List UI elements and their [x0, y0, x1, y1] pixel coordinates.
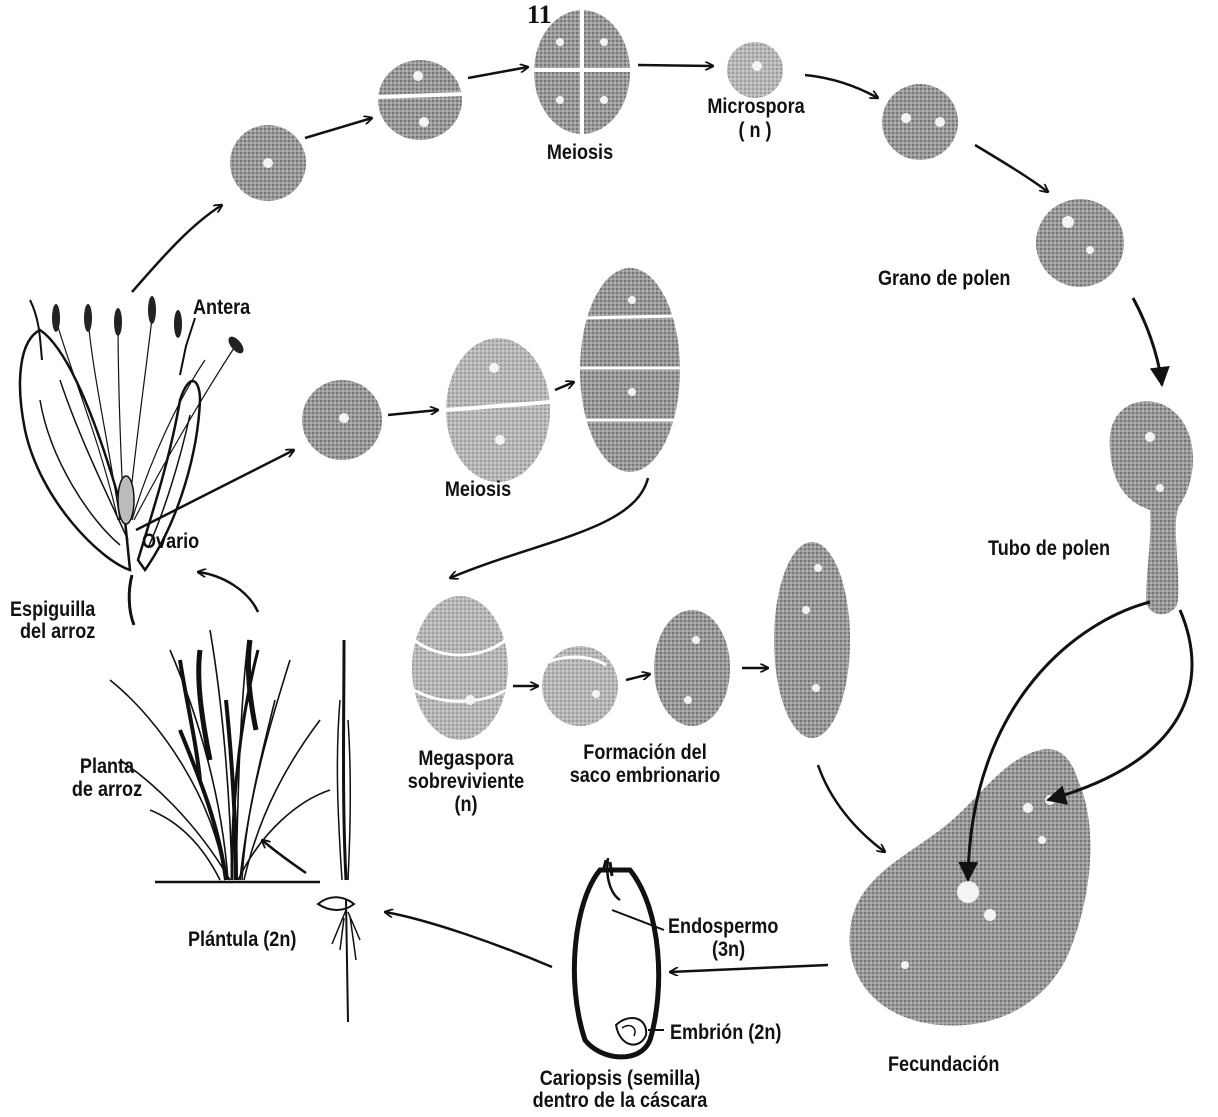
megaspore-dyad-cell [446, 338, 550, 482]
arrow-fertilization-to-caryopsis [670, 965, 828, 972]
label-meiosis-mid: Meiosis [426, 479, 529, 502]
developing-pollen-cell [882, 84, 958, 160]
label-megaspora-1: Megaspora [397, 748, 535, 771]
megaspore-tetrad-cell [580, 268, 680, 472]
arrow-sac-to-fertilization [818, 765, 885, 852]
label-cariopsis-1: Cariopsis (semilla) [517, 1068, 723, 1091]
label-ovario: Ovario [142, 531, 199, 554]
arrow-pollen-to-grain [975, 145, 1048, 192]
label-tubo-polen: Tubo de polen [988, 538, 1110, 561]
label-espiguilla-1: Espiguilla [10, 599, 95, 622]
label-plantula: Plántula (2n) [188, 929, 296, 952]
label-formacion-1: Formación del [563, 742, 726, 765]
arrow-grain-to-tube [1133, 298, 1162, 385]
embryo-sac-forming-cell [542, 646, 618, 726]
label-embrion: Embrión (2n) [670, 1022, 781, 1045]
label-endospermo-1: Endospermo [668, 916, 778, 939]
fertilization-cell [850, 749, 1091, 1026]
label-espiguilla-2: del arroz [20, 621, 95, 644]
label-endospermo-2: (3n) [712, 939, 745, 962]
arrow-microspore-to-pollen [805, 75, 878, 98]
label-formacion-2: saco embrionario [555, 765, 736, 788]
arrow-megadyad-to-tetrad [555, 382, 574, 390]
caryopsis-seed-drawing [574, 858, 664, 1057]
label-microspora: Microspora [687, 96, 825, 119]
arrow-seedling-to-plant [262, 840, 306, 873]
label-megaspora-3: (n) [423, 794, 509, 817]
label-cariopsis-2: dentro de la cáscara [517, 1090, 723, 1113]
pollen-tube-cell [1110, 401, 1193, 614]
label-planta-1: Planta [51, 756, 163, 779]
label-fecundacion: Fecundación [888, 1054, 999, 1077]
arrow-anther-to-cell [132, 205, 222, 292]
megaspore-mother-cell [302, 380, 382, 460]
arrow-caryopsis-to-seedling [385, 912, 552, 967]
label-megaspora-2: sobreviviente [389, 771, 544, 794]
microspore-mother-cell [230, 125, 306, 201]
pollen-grain-cell [1036, 199, 1124, 287]
page-number: 11 [527, 0, 552, 30]
seedling-drawing [318, 640, 360, 1022]
label-microspora-ploidy: ( n ) [708, 120, 803, 143]
microspore-cell [727, 42, 783, 98]
arrow-plant-to-ovary [198, 572, 258, 612]
label-grano-polen: Grano de polen [878, 268, 1010, 291]
dyad-cell [376, 60, 464, 140]
arrow-cell-to-dyad [305, 118, 372, 138]
surviving-megaspore-cell [412, 596, 508, 740]
embryo-sac-nuclei-cell [654, 610, 730, 726]
label-planta-2: de arroz [51, 779, 163, 802]
arrow-dyad-to-tetrad [468, 67, 528, 78]
arrow-sac-to-nuclei [626, 674, 650, 680]
arrow-cell-to-megadyad [388, 410, 438, 415]
mature-embryo-sac-cell [774, 542, 850, 738]
arrow-tetrad-to-microspore [638, 65, 713, 66]
label-meiosis-top: Meiosis [528, 142, 631, 165]
label-antera: Antera [193, 297, 250, 320]
